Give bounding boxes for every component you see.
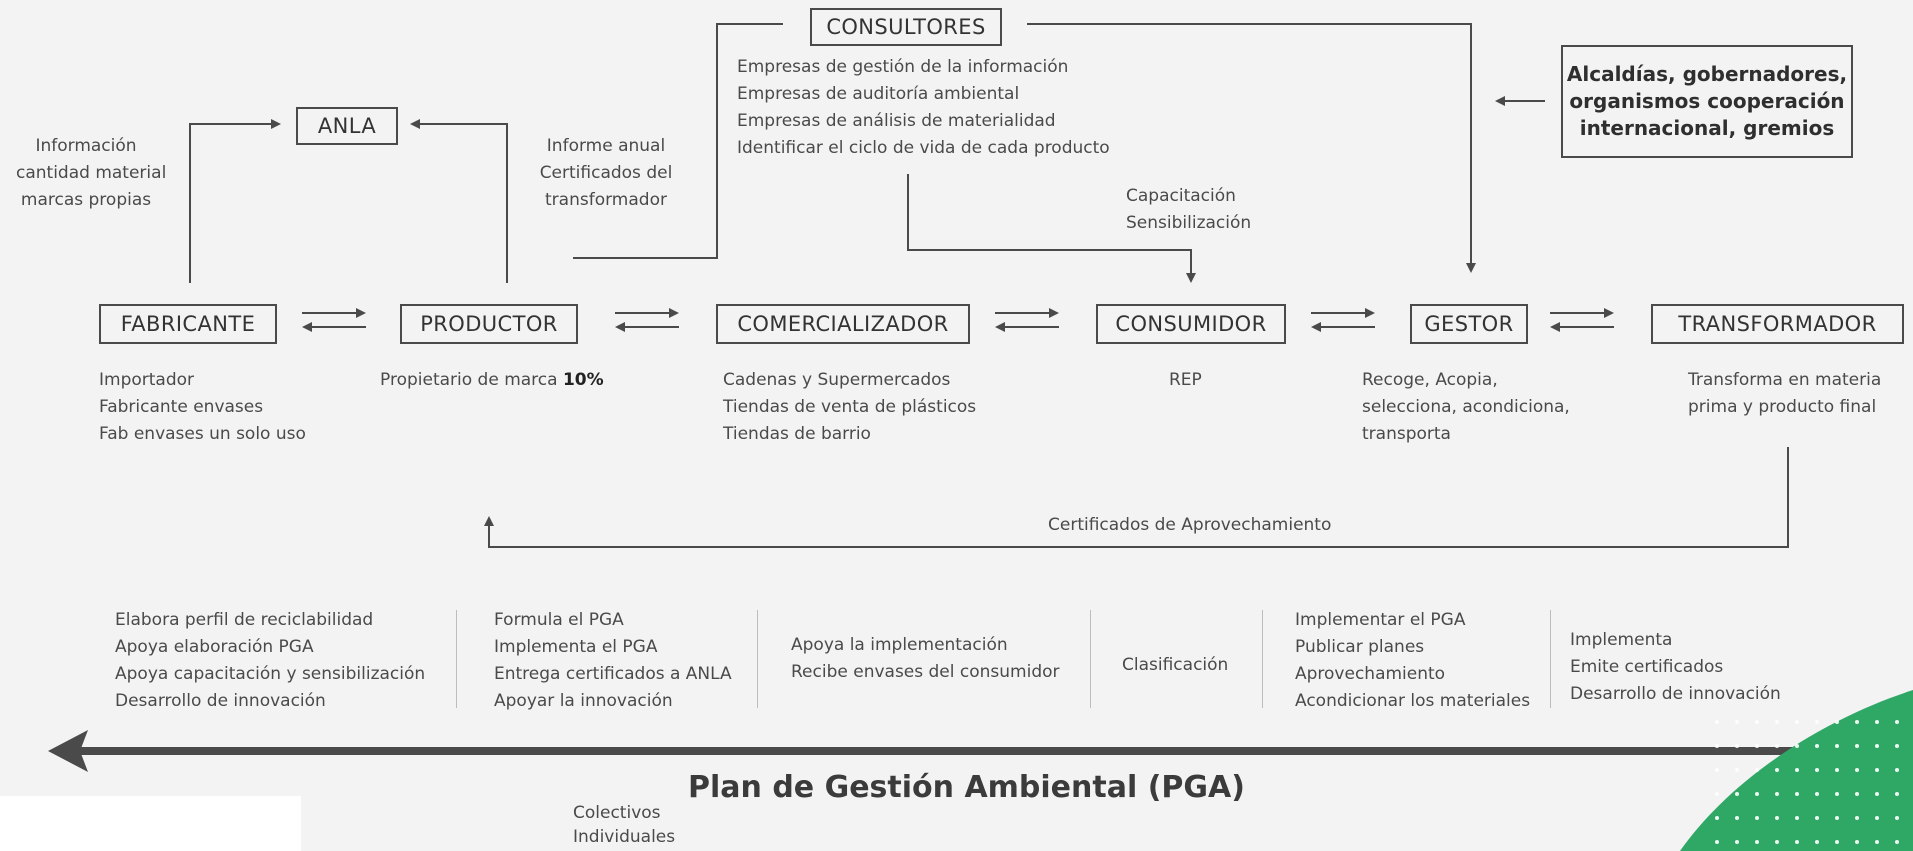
fabricante-desc-line: Fab envases un solo uso: [99, 424, 306, 444]
role-line: Apoyar la innovación: [494, 691, 673, 711]
informe-text: Informe anual Certificados del transform…: [533, 133, 679, 214]
government-box: Alcaldías, gobernadores, organismos coop…: [1561, 45, 1853, 158]
node-anla: ANLA: [296, 107, 398, 145]
consultores-item: Empresas de gestión de la información: [737, 57, 1069, 77]
informe-line: Certificados del: [539, 163, 673, 183]
node-productor-label: PRODUCTOR: [420, 312, 558, 336]
gestor-desc-line: Recoge, Acopia,: [1362, 370, 1498, 390]
comercializador-desc-line: Tiendas de barrio: [723, 424, 871, 444]
node-comercializador-label: COMERCIALIZADOR: [737, 312, 949, 336]
node-fabricante-label: FABRICANTE: [120, 312, 256, 336]
anla-info-text: Información cantidad material marcas pro…: [16, 133, 167, 214]
role-line: Elabora perfil de reciclabilidad: [115, 610, 374, 630]
consumidor-desc-line: REP: [1169, 370, 1202, 390]
role-line: Emite certificados: [1570, 657, 1724, 677]
anla-info-line: marcas propias: [20, 190, 152, 210]
consultores-list: Empresas de gestión de la información Em…: [737, 54, 1110, 162]
colectivos-line: Individuales: [573, 827, 676, 847]
divider: [757, 610, 758, 708]
fabricante-desc: Importador Fabricante envases Fab envase…: [99, 367, 306, 448]
government-line: organismos cooperación: [1569, 89, 1845, 113]
arrow-productor-anla: [410, 119, 508, 283]
gestor-desc: Recoge, Acopia, selecciona, acondiciona,…: [1362, 367, 1570, 448]
pga-title: Plan de Gestión Ambiental (PGA): [688, 770, 1245, 805]
roles-consumidor: Clasificación: [1122, 652, 1228, 679]
role-line: Acondicionar los materiales: [1295, 691, 1531, 711]
node-productor: PRODUCTOR: [400, 304, 578, 344]
roles-fabricante: Elabora perfil de reciclabilidad Apoya e…: [115, 607, 425, 715]
capacitacion-text: Capacitación Sensibilización: [1126, 183, 1251, 237]
government-line: Alcaldías, gobernadores,: [1566, 62, 1848, 86]
roles-comercializador: Apoya la implementación Recibe envases d…: [791, 632, 1060, 686]
node-anla-label: ANLA: [317, 114, 377, 138]
roles-productor: Formula el PGA Implementa el PGA Entrega…: [494, 607, 732, 715]
anla-info-line: cantidad material: [16, 163, 167, 183]
arrow-consultores-consumidor: [907, 174, 1196, 283]
divider: [1262, 610, 1263, 708]
node-comercializador: COMERCIALIZADOR: [716, 304, 970, 344]
productor-desc-percent: 10%: [562, 370, 604, 390]
blank-panel: [0, 796, 301, 851]
arrow-consultores-gestor: [1027, 23, 1476, 273]
consultores-item: Empresas de auditoría ambiental: [737, 84, 1020, 104]
node-transformador-label: TRANSFORMADOR: [1678, 312, 1877, 336]
role-line: Apoya elaboración PGA: [115, 637, 314, 657]
transformador-desc: Transforma en materia prima y producto f…: [1688, 367, 1881, 421]
node-transformador: TRANSFORMADOR: [1651, 304, 1904, 344]
colectivos-text: Colectivos Individuales: [573, 801, 675, 849]
divider: [1090, 610, 1091, 708]
role-line: Clasificación: [1122, 655, 1229, 675]
productor-desc-text: Propietario de marca: [380, 370, 563, 390]
gestor-desc-line: selecciona, acondiciona,: [1362, 397, 1570, 417]
certificados-aprovechamiento-label: Certificados de Aprovechamiento: [1048, 515, 1332, 535]
role-line: Recibe envases del consumidor: [791, 662, 1060, 682]
productor-desc: Propietario de marca 10%: [380, 367, 604, 394]
node-consultores-label: CONSULTORES: [826, 15, 986, 39]
role-line: Implementa: [1570, 630, 1673, 650]
roles-gestor: Implementar el PGA Publicar planes Aprov…: [1295, 607, 1530, 715]
transformador-desc-line: Transforma en materia: [1688, 370, 1882, 390]
role-line: Entrega certificados a ANLA: [494, 664, 732, 684]
role-line: Implementar el PGA: [1295, 610, 1466, 630]
transformador-desc-line: prima y producto final: [1688, 397, 1877, 417]
fabricante-desc-line: Importador: [99, 370, 195, 390]
gestor-desc-line: transporta: [1362, 424, 1451, 444]
anla-info-line: Información: [35, 136, 137, 156]
capacitacion-line: Capacitación: [1126, 186, 1236, 206]
role-line: Implementa el PGA: [494, 637, 658, 657]
colectivos-line: Colectivos: [573, 803, 661, 823]
role-line: Aprovechamiento: [1295, 664, 1446, 684]
node-consultores: CONSULTORES: [810, 8, 1002, 46]
divider: [1550, 610, 1551, 708]
node-fabricante: FABRICANTE: [99, 304, 277, 344]
role-line: Formula el PGA: [494, 610, 624, 630]
role-line: Publicar planes: [1295, 637, 1425, 657]
role-line: Apoya la implementación: [791, 635, 1008, 655]
role-line: Desarrollo de innovación: [1570, 684, 1781, 704]
node-gestor-label: GESTOR: [1424, 312, 1514, 336]
roles-transformador: Implementa Emite certificados Desarrollo…: [1570, 627, 1781, 708]
consultores-item: Empresas de análisis de materialidad: [737, 111, 1056, 131]
informe-line: transformador: [545, 190, 667, 210]
consultores-item: Identificar el ciclo de vida de cada pro…: [737, 138, 1110, 158]
informe-line: Informe anual: [546, 136, 666, 156]
government-line: internacional, gremios: [1579, 116, 1835, 140]
role-line: Desarrollo de innovación: [115, 691, 326, 711]
arrow-certificados: [484, 447, 1789, 548]
comercializador-desc: Cadenas y Supermercados Tiendas de venta…: [723, 367, 976, 448]
role-line: Apoya capacitación y sensibilización: [115, 664, 426, 684]
divider: [456, 610, 457, 708]
comercializador-desc-line: Cadenas y Supermercados: [723, 370, 951, 390]
node-consumidor-label: CONSUMIDOR: [1115, 312, 1267, 336]
line-informe-consultores: [573, 23, 783, 259]
comercializador-desc-line: Tiendas de venta de plásticos: [723, 397, 977, 417]
capacitacion-line: Sensibilización: [1126, 213, 1252, 233]
node-consumidor: CONSUMIDOR: [1096, 304, 1286, 344]
fabricante-desc-line: Fabricante envases: [99, 397, 264, 417]
arrow-fabricante-anla: [189, 119, 281, 283]
node-gestor: GESTOR: [1410, 304, 1528, 344]
consumidor-desc: REP: [1169, 367, 1202, 394]
